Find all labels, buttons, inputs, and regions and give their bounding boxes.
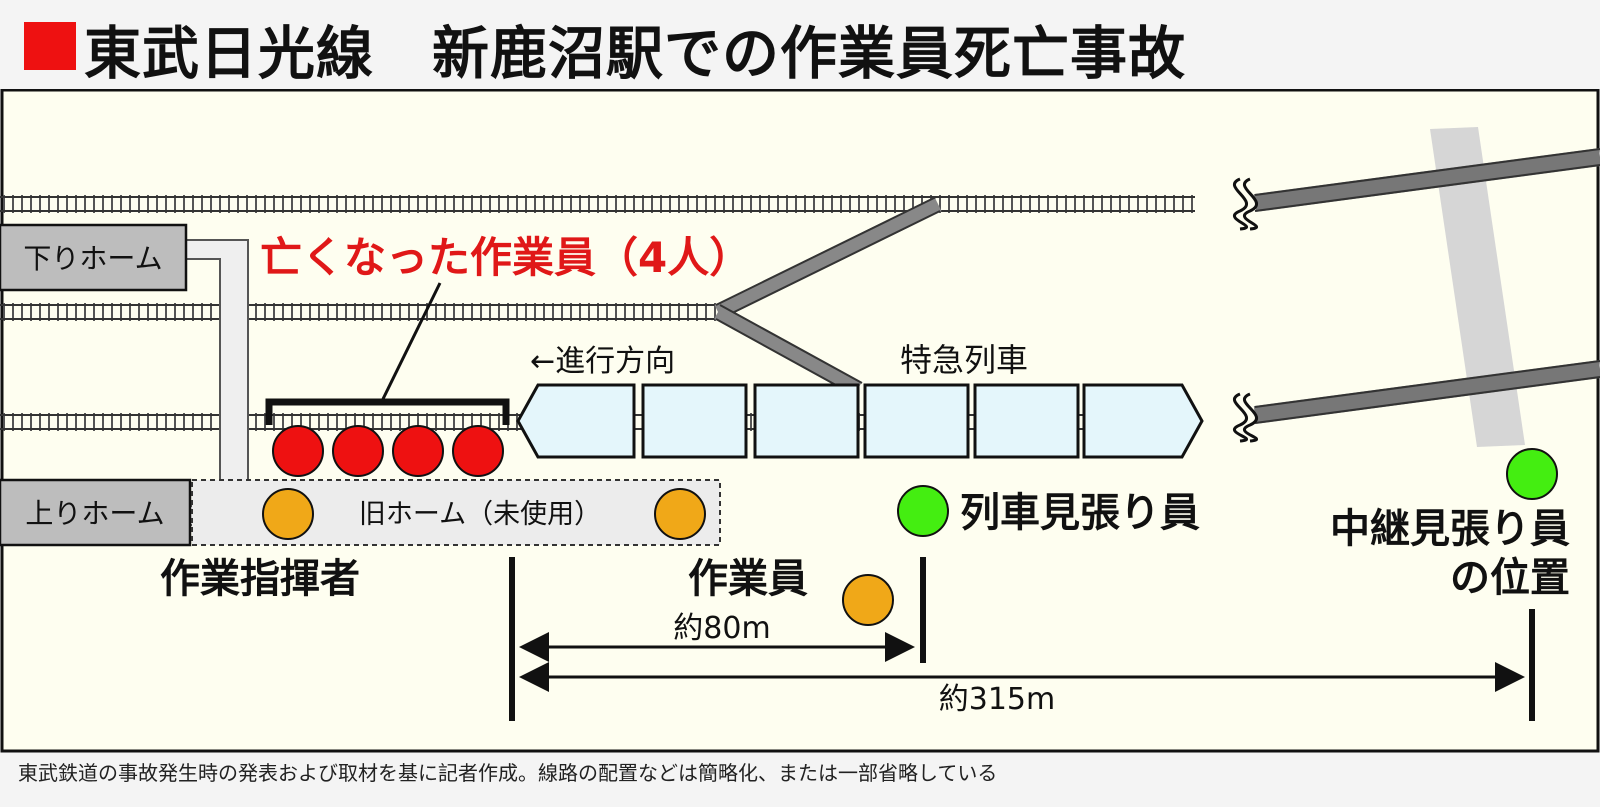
train-label: 特急列車 xyxy=(900,341,1028,379)
crossover-upper xyxy=(714,196,942,320)
victims-label: 亡くなった作業員（4人） xyxy=(260,233,751,282)
worker-label: 作業員 xyxy=(688,556,808,602)
worker-marker-platform xyxy=(654,488,706,540)
worker-marker xyxy=(842,574,894,626)
victim-marker-2 xyxy=(332,425,384,477)
title-marker xyxy=(24,22,76,70)
relay-lookout-marker xyxy=(1506,448,1558,500)
relay-lookout-zone xyxy=(1430,127,1525,447)
platform-down xyxy=(0,223,188,292)
platform-down-label: 下りホーム xyxy=(23,242,162,275)
train-car-2 xyxy=(641,383,748,459)
relay-lookout-label-line1: 中継見張り員 xyxy=(1330,506,1570,552)
track-upper xyxy=(0,148,1600,213)
work-commander-marker xyxy=(262,488,314,540)
page-title: 東武日光線 新鹿沼駅での作業員死亡事故 xyxy=(84,21,1186,87)
work-commander-label: 作業指揮者 xyxy=(160,556,360,602)
track-break-upper xyxy=(1232,177,1259,231)
victims-leader-line xyxy=(381,282,442,400)
direction-label: ←進行方向 xyxy=(530,344,675,379)
train-car-4 xyxy=(863,383,970,459)
victim-marker-4 xyxy=(452,425,504,477)
crossover-lower xyxy=(714,304,863,397)
train-car-1 xyxy=(516,383,636,459)
relay-lookout-label-line2: の位置 xyxy=(1450,555,1570,601)
train-lookout-marker xyxy=(897,485,949,537)
old-platform-label: 旧ホーム（未使用） xyxy=(359,499,601,530)
track-middle xyxy=(0,303,718,321)
track-diagram: 下りホーム 上りホーム 旧ホーム（未使用） 亡くなった作業員（4人） ←進行方向… xyxy=(0,89,1600,753)
distance-long-label: 約315m xyxy=(939,682,1055,717)
distance-short-label: 約80m xyxy=(673,611,770,646)
train-lookout-label: 列車見張り員 xyxy=(960,490,1200,536)
platform-up-label: 上りホーム xyxy=(25,497,164,530)
train-car-6 xyxy=(1082,383,1204,459)
track-break-lower xyxy=(1232,392,1259,443)
train-car-3 xyxy=(753,383,860,459)
victim-marker-3 xyxy=(392,425,444,477)
header: 東武日光線 新鹿沼駅での作業員死亡事故 xyxy=(0,0,1600,90)
train-car-5 xyxy=(973,383,1080,459)
platform-up xyxy=(0,478,192,547)
victims-bracket xyxy=(265,398,510,425)
express-train xyxy=(516,383,1204,459)
victim-marker-1 xyxy=(272,425,324,477)
footnote: 東武鉄道の事故発生時の発表および取材を基に記者作成。線路の配置などは簡略化、また… xyxy=(18,761,998,785)
